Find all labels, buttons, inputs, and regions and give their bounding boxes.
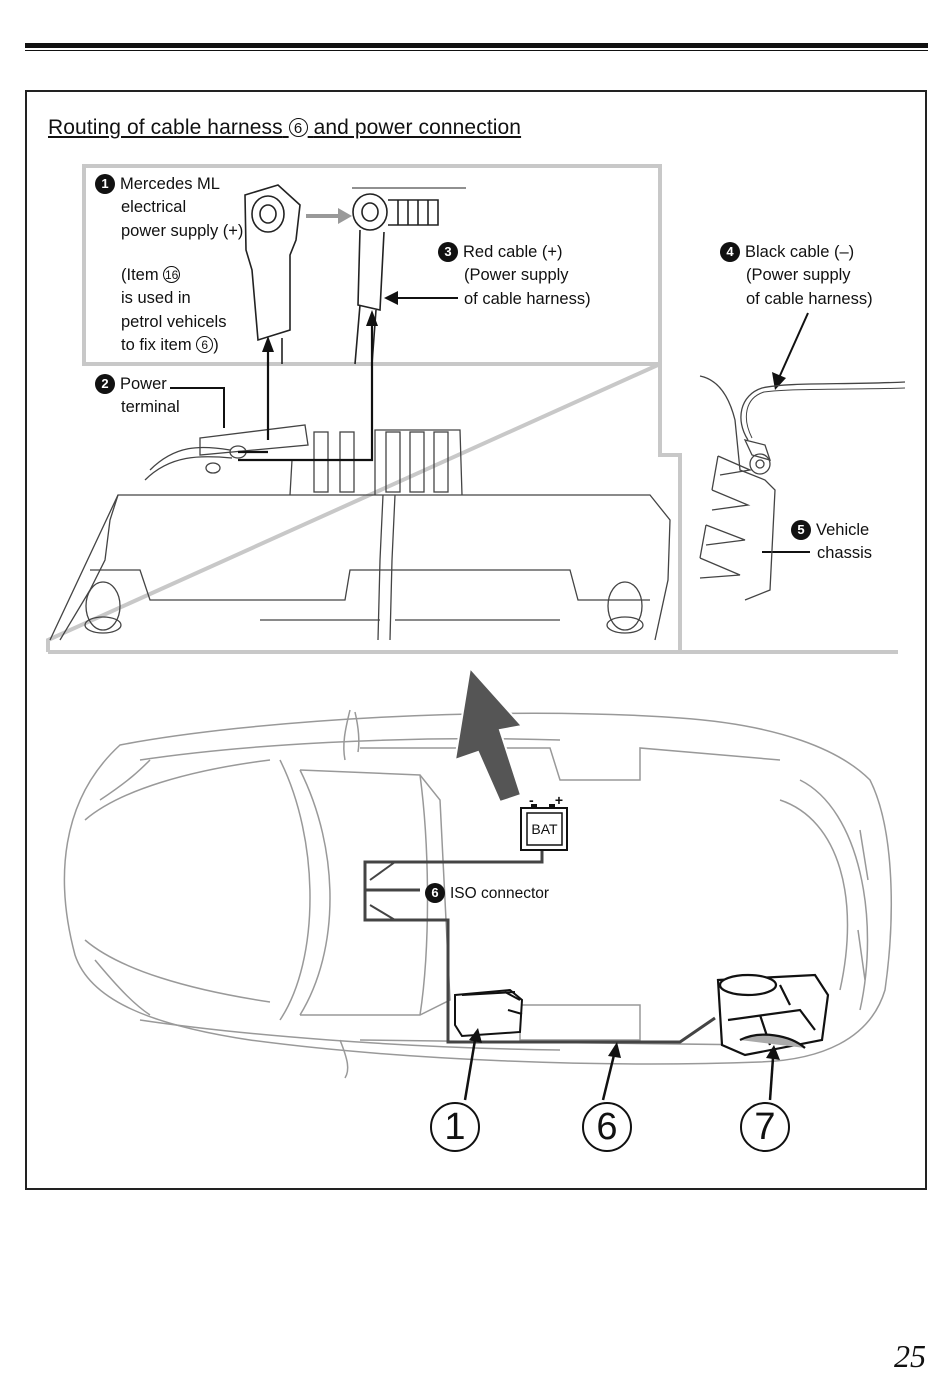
battery-plus: +: [554, 792, 563, 808]
callout-5-line2: chassis: [817, 544, 873, 563]
big-arrow: [453, 665, 524, 804]
callout-4: 4 Black cable (–) (Power supply of cable …: [720, 241, 873, 311]
part-callout-6: 6: [582, 1102, 632, 1152]
part-callout-7: 7: [740, 1102, 790, 1152]
callout-6-iso: 6 ISO connector: [425, 882, 549, 905]
title-text: Routing of cable harness: [48, 116, 283, 139]
figure-frame: [25, 90, 927, 1190]
mount-arrow: [306, 208, 352, 224]
note-close-paren: ): [213, 336, 219, 355]
battery-drawing: [49, 424, 671, 641]
item-note: (Item 16 is used in petrol vehicels to f…: [121, 264, 226, 358]
callout-4-badge: 4: [720, 242, 740, 262]
part-callout-1: 1: [430, 1102, 480, 1152]
iso-module: [454, 988, 524, 1038]
note-line3: petrol vehicels: [121, 312, 227, 331]
bottom-leaders: [463, 1039, 775, 1101]
car-drawing: [63, 709, 892, 1079]
callout-2-line1: Power: [120, 375, 167, 393]
callout-3-line2: (Power supply: [464, 266, 569, 285]
callout-1: 1 Mercedes ML electrical power supply (+): [95, 173, 243, 243]
callout-4-line2: (Power supply: [746, 266, 851, 285]
top-rule: [25, 43, 928, 48]
callout-2-badge: 2: [95, 374, 115, 394]
title-suffix: and power connection: [313, 116, 522, 139]
callout-4-line3: of cable harness): [746, 289, 873, 308]
top-rule-thin: [25, 50, 928, 51]
lug-red: [352, 187, 466, 365]
callout-5-line1: Vehicle: [816, 521, 870, 539]
callout-5-badge: 5: [791, 520, 811, 540]
battery-terminals: - +: [529, 792, 563, 808]
lug-mercedes: [244, 184, 301, 364]
note-line2: is used in: [121, 289, 191, 308]
callout-5: 5 Vehicle chassis: [791, 519, 872, 566]
callout-2-line2: terminal: [121, 398, 180, 417]
callout-3-line3: of cable harness): [464, 289, 591, 308]
callout-1-line2: electrical: [121, 198, 187, 217]
callout-3-badge: 3: [438, 242, 458, 262]
callout-3-line1: Red cable (+): [463, 243, 563, 261]
battery-label: BAT: [531, 821, 558, 837]
figure-title: Routing of cable harness 6 and power con…: [48, 116, 521, 140]
callout-1-badge: 1: [95, 174, 115, 194]
harness-car: [363, 850, 716, 1044]
callout-3: 3 Red cable (+) (Power supply of cable ha…: [438, 241, 591, 311]
callout-4-line1: Black cable (–): [745, 243, 855, 261]
note-prefix: (Item: [121, 266, 159, 284]
note-ref-6: 6: [196, 336, 214, 354]
wiring-lines: [238, 322, 374, 462]
callout-2: 2 Power terminal: [95, 373, 180, 420]
callout-6-badge: 6: [425, 883, 445, 903]
callout-1-line3: power supply (+): [121, 221, 244, 240]
title-ref-number: 6: [288, 118, 308, 137]
amp-module: [716, 973, 830, 1057]
note-ref-16: 16: [163, 266, 181, 283]
battery-minus: -: [529, 792, 534, 808]
note-line4: to fix item: [121, 336, 192, 355]
callout-leaders: [170, 297, 810, 553]
wiring-arrowheads: [262, 310, 378, 352]
page-number: 25: [894, 1338, 926, 1374]
callout-1-line1: Mercedes ML: [120, 175, 220, 193]
battery-icon: [520, 804, 568, 851]
chassis-drawing: [699, 375, 906, 601]
callout-6-text: ISO connector: [450, 885, 550, 902]
